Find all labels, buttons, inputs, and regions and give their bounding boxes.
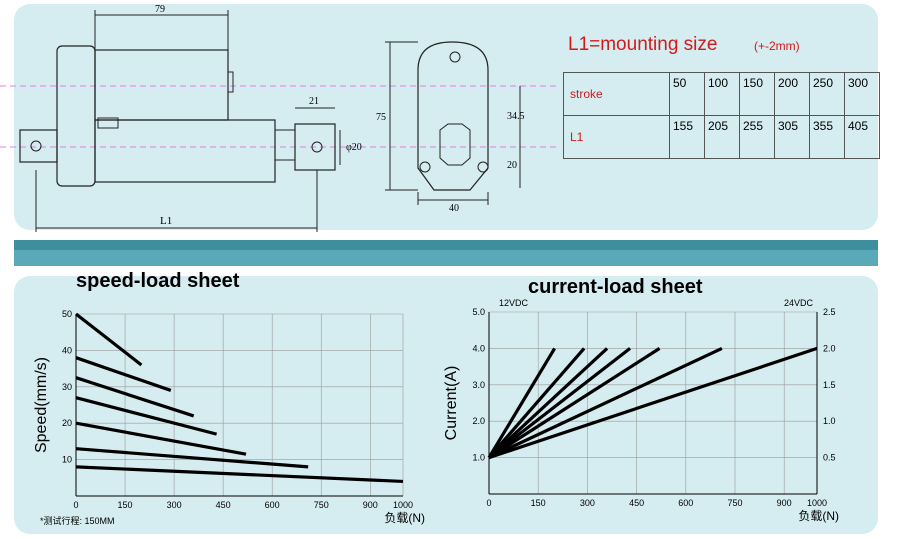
- dim-20: 20: [507, 160, 517, 171]
- l1-cell: 155: [669, 115, 705, 159]
- y-tick-label: 20: [62, 418, 72, 428]
- l1-header: L1: [563, 115, 670, 159]
- x-tick-label: 0: [486, 498, 491, 508]
- stroke-cell: 150: [739, 72, 775, 116]
- l1-cell: 205: [704, 115, 740, 159]
- series-line: [75, 356, 172, 392]
- x-tick-label: 150: [531, 498, 546, 508]
- x-tick-label: 0: [73, 500, 78, 510]
- x-tick-label: 900: [363, 500, 378, 510]
- series-line: [488, 346, 723, 460]
- dim-75: 75: [376, 112, 386, 123]
- x-tick-label: 600: [265, 500, 280, 510]
- x-tick-label: 300: [167, 500, 182, 510]
- x-tick-label: 150: [118, 500, 133, 510]
- x-tick-label: 1000: [393, 500, 413, 510]
- x-tick-label: 750: [727, 498, 742, 508]
- series-line: [75, 376, 195, 418]
- stroke-header: stroke: [563, 72, 670, 116]
- y-tick-label: 1.0: [472, 453, 485, 463]
- y-tick-label: 2.0: [472, 416, 485, 426]
- y2-unit-label: 24VDC: [784, 298, 814, 308]
- l1-cell: 405: [844, 115, 880, 159]
- x-tick-label: 1000: [807, 498, 827, 508]
- mounting-tolerance: (+-2mm): [754, 39, 800, 53]
- y2-tick-label: 0.5: [823, 453, 836, 463]
- y-tick-label: 5.0: [472, 307, 485, 317]
- dim-40: 40: [449, 203, 459, 214]
- x-tick-label: 450: [216, 500, 231, 510]
- y-tick-label: 30: [62, 382, 72, 392]
- series-line: [488, 347, 661, 459]
- y-tick-label: 4.0: [472, 343, 485, 353]
- current-chart-title: current-load sheet: [528, 276, 703, 298]
- speed-chart-title: speed-load sheet: [76, 270, 240, 292]
- dim-21: 21: [309, 96, 319, 107]
- y2-tick-label: 1.5: [823, 380, 836, 390]
- stroke-cell: 200: [774, 72, 810, 116]
- series-line: [488, 346, 818, 460]
- x-tick-label: 900: [777, 498, 792, 508]
- y-tick-label: 40: [62, 345, 72, 355]
- table-row: L1 155 205 255 305 355 405: [563, 115, 880, 159]
- divider-band-dark: [14, 240, 878, 250]
- stroke-cell: 100: [704, 72, 740, 116]
- x-tick-label: 300: [580, 498, 595, 508]
- series-line: [487, 347, 556, 459]
- l1-cell: 255: [739, 115, 775, 159]
- y2-tick-label: 2.0: [823, 343, 836, 353]
- y2-tick-label: 1.0: [823, 416, 836, 426]
- x-tick-label: 600: [678, 498, 693, 508]
- y-tick-label: 50: [62, 309, 72, 319]
- series-line: [487, 347, 609, 459]
- y2-tick-label: 2.5: [823, 307, 836, 317]
- y-tick-label: 3.0: [472, 380, 485, 390]
- series-line: [75, 312, 143, 367]
- x-tick-label: 750: [314, 500, 329, 510]
- l1-cell: 355: [809, 115, 845, 159]
- footnote: *测试行程: 150MM: [40, 515, 115, 526]
- series-line: [75, 447, 309, 469]
- dim-phi20: φ20: [346, 142, 362, 153]
- x-tick-label: 450: [629, 498, 644, 508]
- x-axis-label: 负载(N): [798, 509, 839, 523]
- series-line: [75, 421, 247, 456]
- y-tick-label: 10: [62, 455, 72, 465]
- series-line: [75, 465, 404, 484]
- x-axis-label: 负载(N): [384, 511, 425, 525]
- y-axis-label: Current(A): [443, 366, 460, 441]
- series-line: [75, 396, 218, 436]
- series-line: [487, 347, 586, 459]
- y1-unit-label: 12VDC: [499, 298, 529, 308]
- dim-79: 79: [155, 4, 165, 15]
- series-line: [488, 347, 632, 459]
- y-axis-label: Speed(mm/s): [33, 357, 50, 453]
- mounting-title: L1=mounting size: [568, 34, 717, 55]
- dim-34-5: 34.5: [507, 111, 525, 122]
- l1-cell: 305: [774, 115, 810, 159]
- stroke-table: stroke 50 100 150 200 250 300 L1 155 205…: [563, 72, 880, 159]
- stroke-cell: 300: [844, 72, 880, 116]
- dim-l1: L1: [160, 215, 172, 227]
